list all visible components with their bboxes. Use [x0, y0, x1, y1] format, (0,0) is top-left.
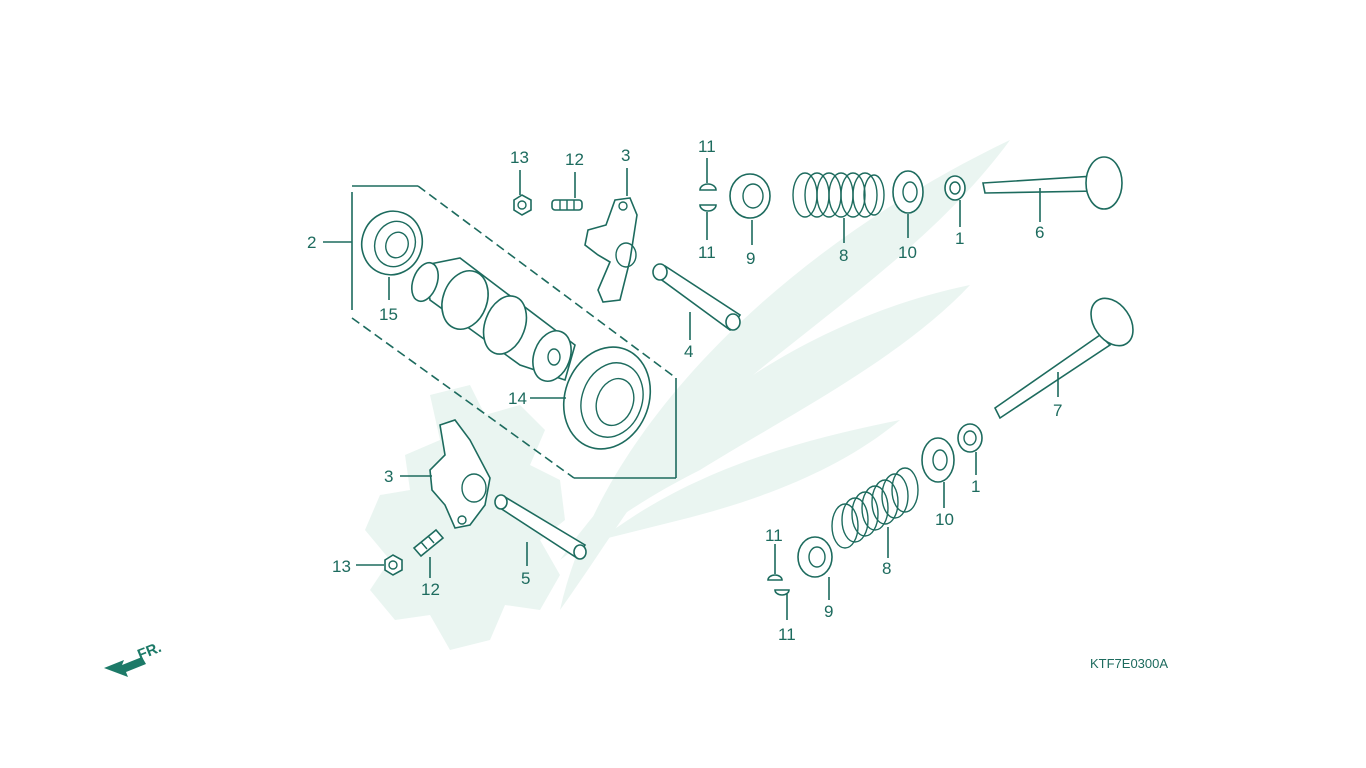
nut-13-upper-icon: [513, 194, 532, 216]
spring-seat-10-lower-icon: [921, 437, 955, 483]
leader-lines: [323, 158, 1059, 620]
valve-7-icon: [993, 297, 1134, 420]
retainer-9-upper-icon: [729, 173, 771, 219]
diagram-code: KTF7E0300A: [1090, 656, 1168, 671]
bearing-15-icon: [360, 210, 424, 276]
valve-6-icon: [982, 156, 1123, 210]
valve-spring-8-lower-icon: [831, 467, 919, 549]
callout-8-lower: 8: [882, 559, 891, 578]
callout-8-upper: 8: [839, 246, 848, 265]
callout-12-lower: 12: [421, 580, 440, 599]
callout-10-lower: 10: [935, 510, 954, 529]
callout-11-d: 11: [778, 625, 796, 644]
callout-11-b: 11: [698, 243, 716, 262]
rocker-arm-lower-icon: [429, 419, 491, 529]
callout-11-c: 11: [765, 526, 783, 545]
front-label: FR.: [135, 639, 164, 664]
stem-seal-1-upper-icon: [944, 175, 966, 201]
callouts: 2 15 13 12 3 11 11 9 8 10 1 6 4 14 7 1 1…: [307, 137, 1062, 644]
nut-13-lower-icon: [384, 554, 403, 576]
callout-13-lower: 13: [332, 557, 351, 576]
callout-3-lower: 3: [384, 467, 393, 486]
stem-seal-1-lower-icon: [957, 423, 983, 453]
callout-10-upper: 10: [898, 243, 917, 262]
adjusting-screw-12-upper-icon: [551, 199, 583, 211]
callout-1-lower: 1: [971, 477, 980, 496]
callout-12-upper: 12: [565, 150, 584, 169]
callout-4: 4: [684, 342, 693, 361]
camshaft-assembly-bracket: [351, 185, 677, 479]
front-arrow-icon: FR.: [104, 639, 164, 677]
rocker-arm-upper-icon: [584, 197, 638, 303]
callout-6: 6: [1035, 223, 1044, 242]
spring-seat-10-upper-icon: [892, 170, 924, 214]
callout-5: 5: [521, 569, 530, 588]
rocker-shaft-lower-icon: [494, 494, 587, 560]
cotter-11-lower-icon: [767, 574, 790, 596]
retainer-9-lower-icon: [797, 536, 833, 578]
camshaft-icon: [411, 257, 576, 382]
callout-3-upper: 3: [621, 146, 630, 165]
callout-9-lower: 9: [824, 602, 833, 621]
valve-spring-8-upper-icon: [792, 172, 885, 218]
callout-11-a: 11: [698, 137, 716, 156]
adjusting-screw-12-lower-icon: [412, 528, 445, 558]
bearing-14-icon: [562, 346, 652, 450]
callout-14: 14: [508, 389, 527, 408]
callout-2: 2: [307, 233, 316, 252]
honda-wing-watermark-icon: [365, 140, 1010, 650]
callout-7: 7: [1053, 401, 1062, 420]
callout-13-upper: 13: [510, 148, 529, 167]
cotter-11-upper-icon: [699, 183, 717, 212]
callout-15: 15: [379, 305, 398, 324]
rocker-shaft-upper-icon: [652, 263, 742, 332]
callout-9-upper: 9: [746, 249, 755, 268]
callout-1-upper: 1: [955, 229, 964, 248]
